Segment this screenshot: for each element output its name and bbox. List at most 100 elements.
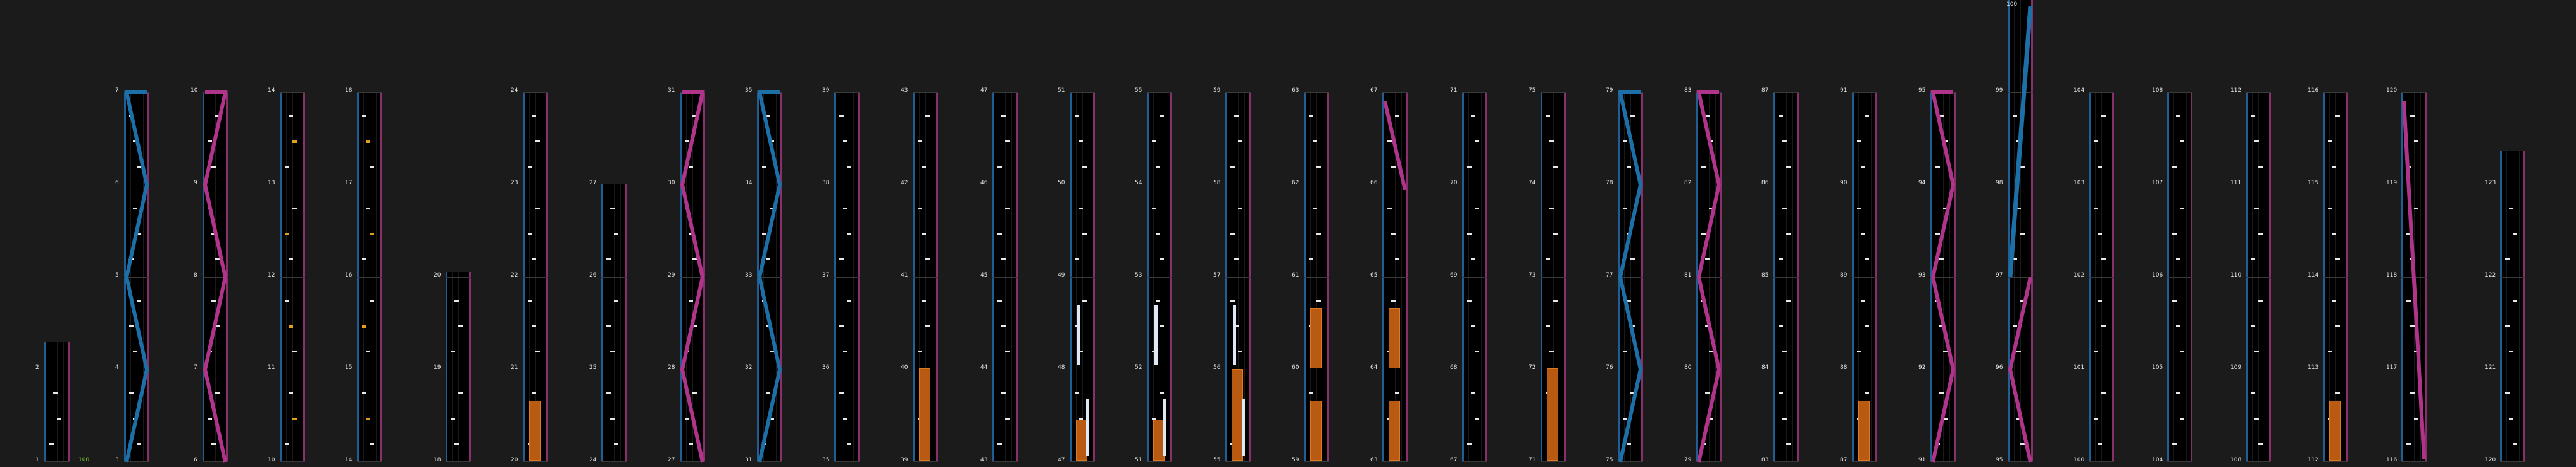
lane-marker	[53, 392, 58, 394]
row-label: 76	[1606, 364, 1613, 371]
lane-marker	[2180, 351, 2184, 352]
row-label: 66	[1370, 180, 1378, 186]
lane-marker	[458, 325, 463, 327]
lane-marker	[2258, 300, 2263, 302]
lane-edge-right	[2346, 92, 2348, 462]
lane-marker	[614, 443, 618, 445]
lane-edge-right	[1170, 92, 1172, 462]
lane-gridline	[1792, 92, 1793, 462]
row-label: 67	[1370, 87, 1378, 94]
lane-marker	[1705, 392, 1710, 394]
lane-marker	[766, 325, 770, 327]
lane-edge-left	[523, 92, 525, 462]
lane-marker	[2016, 140, 2021, 142]
lane-marker	[1316, 300, 1321, 302]
lane-gridline	[292, 92, 293, 462]
lane-marker	[762, 443, 766, 445]
row-label: 88	[1840, 364, 1848, 371]
lane-marker	[2513, 233, 2517, 235]
lane-gridline	[1153, 92, 1154, 462]
row-label: 1	[35, 457, 39, 463]
lane-marker	[1779, 325, 1783, 327]
row-label: 26	[589, 272, 597, 278]
lane-marker	[208, 418, 212, 420]
lane-marker	[685, 140, 689, 142]
lane-marker	[2414, 140, 2418, 142]
lane-row-line	[1304, 277, 1329, 278]
lane-row-line	[1930, 461, 1956, 462]
lane-column	[1462, 92, 1487, 462]
lane-marker	[2328, 351, 2332, 352]
lane-gridline	[853, 92, 854, 462]
lane-marker	[1782, 208, 1787, 209]
lane-gridline	[376, 92, 377, 462]
lane-marker	[366, 208, 370, 209]
lane-edge-right	[546, 92, 548, 462]
lane-marker	[535, 140, 540, 142]
lane-gridline	[1871, 92, 1872, 462]
lane-marker	[839, 392, 844, 394]
lane-marker	[1935, 233, 1940, 235]
row-label: 91	[1840, 87, 1848, 94]
row-label: 83	[1684, 87, 1692, 94]
lane-marker	[370, 166, 374, 168]
row-label: 39	[822, 87, 830, 94]
lane-marker	[918, 351, 922, 352]
row-label: 103	[2073, 180, 2085, 186]
lane-marker	[133, 351, 137, 352]
lane-edge-right	[303, 92, 305, 462]
row-label: 105	[2152, 364, 2163, 371]
row-label: 22	[511, 272, 518, 278]
lane-edge-right	[1327, 92, 1329, 462]
row-label: 63	[1370, 457, 1378, 463]
lane-row-line	[357, 461, 382, 462]
lane-column	[2167, 92, 2192, 462]
lane-marker	[1943, 208, 1948, 209]
lane-row-line	[1070, 277, 1095, 278]
lane-gridline	[57, 342, 58, 462]
lane-marker	[692, 392, 697, 394]
lane-row-line	[834, 277, 860, 278]
lane-marker	[528, 300, 532, 302]
lane-row-line	[1696, 461, 1722, 462]
lane-edge-left	[357, 92, 359, 462]
row-label: 43	[980, 457, 988, 463]
row-label: 104	[2152, 457, 2163, 463]
lane-edge-right	[858, 92, 860, 462]
lane-marker	[1475, 208, 1479, 209]
lane-gridline	[2186, 92, 2187, 462]
lane-marker	[1079, 351, 1083, 352]
lane-marker	[2251, 258, 2255, 260]
lane-marker	[1001, 115, 1006, 117]
lane-marker	[1475, 140, 1479, 142]
row-label: 97	[1996, 272, 2003, 278]
lane-row-line	[1618, 277, 1643, 278]
row-label: 3	[115, 457, 119, 463]
lane-column	[1773, 92, 1799, 462]
lane-row-line	[1541, 92, 1566, 93]
lane-marker	[2509, 351, 2513, 352]
lane-row-line	[1773, 92, 1799, 93]
lane-marker	[528, 233, 532, 235]
lane-marker	[692, 258, 697, 260]
lane-marker	[2254, 418, 2259, 420]
lane-marker	[1786, 300, 1791, 302]
lane-gridline	[529, 92, 530, 462]
lane-marker	[1857, 351, 1861, 352]
lane-marker	[1309, 115, 1313, 117]
lane-marker	[997, 443, 1002, 445]
lane-block	[919, 368, 930, 461]
row-label: 7	[194, 364, 197, 371]
lane-edge-right	[1016, 92, 1018, 462]
row-label: 87	[1761, 87, 1769, 94]
row-label: 71	[1529, 457, 1536, 463]
lane-row-line	[2246, 277, 2271, 278]
lane-marker	[1782, 351, 1787, 352]
lane-marker	[843, 418, 847, 420]
lane-bar	[1154, 305, 1158, 365]
lane-row-line	[2008, 461, 2033, 462]
lane-column	[2323, 92, 2348, 462]
lane-row-line	[1382, 92, 1408, 93]
lane-marker	[2101, 258, 2106, 260]
